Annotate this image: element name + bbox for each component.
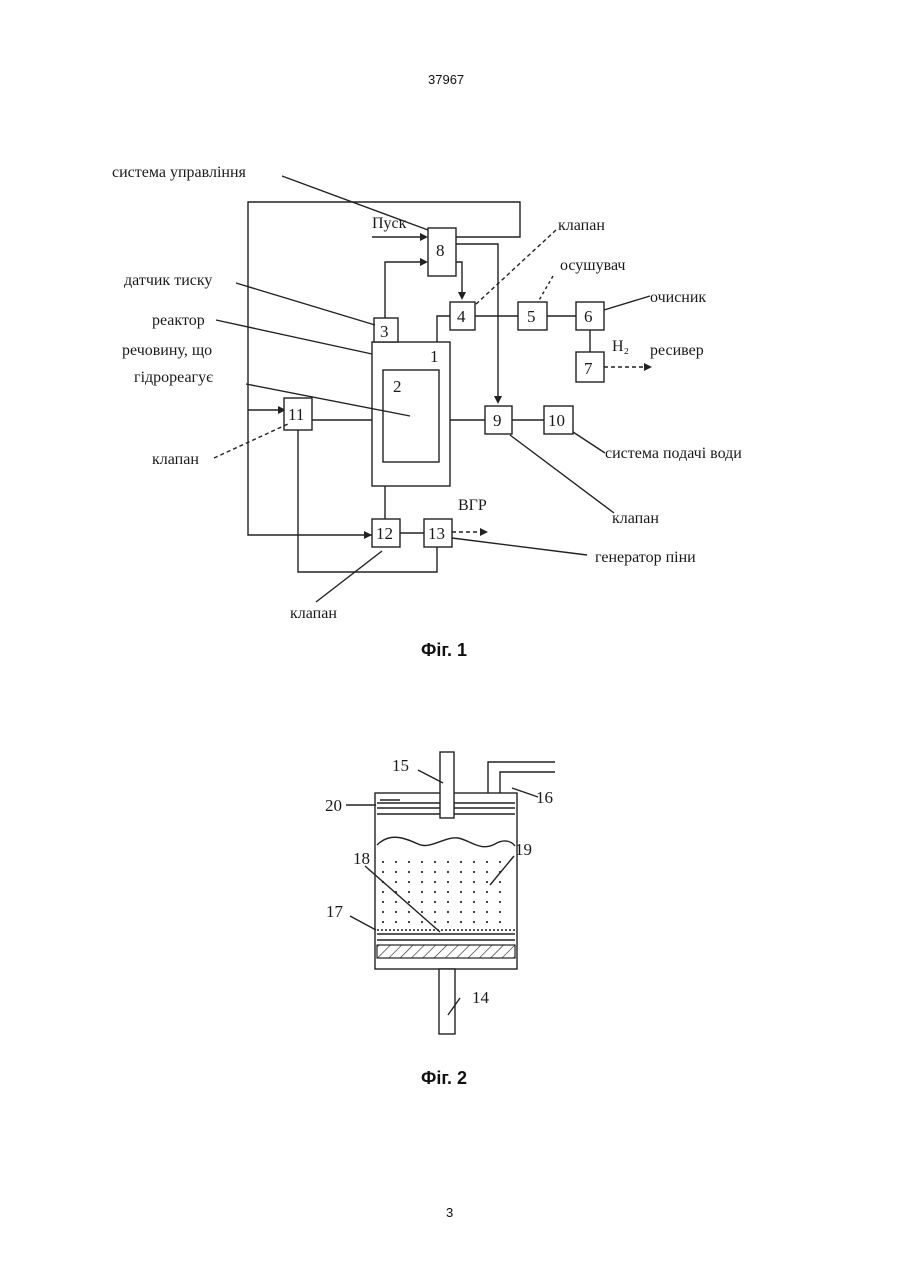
block-number-7: 7 [584,359,593,378]
block-number-12: 12 [376,524,393,543]
block-number-13: 13 [428,524,445,543]
label-dryer: осушувач [560,257,625,274]
fig2-label-14: 14 [472,988,490,1007]
label-purifier: очисник [650,289,706,306]
figure-1-diagram: 1 2 3 4 5 6 7 8 9 10 11 12 13 система уп… [112,164,742,622]
label-foam-generator: генератор піни [595,549,696,566]
pipe-15 [440,752,454,818]
block-number-2: 2 [393,377,402,396]
figure-1-caption: Фіг. 1 [421,640,467,661]
label-control-system: система управління [112,164,247,181]
fig2-label-18: 18 [353,849,370,868]
label-substance-line1: речовину, що [122,342,212,359]
label-h2: H₂ [612,338,629,355]
label-substance-line2: гідрореагує [134,369,213,386]
figure-2-diagram: 14 15 16 17 18 19 20 [325,752,555,1034]
block-number-4: 4 [457,307,466,326]
label-valve-left: клапан [152,451,199,468]
label-valve-bottom: клапан [290,605,337,622]
label-water-supply: система подачі води [605,445,742,462]
block-number-8: 8 [436,241,445,260]
block-number-6: 6 [584,307,593,326]
block-number-9: 9 [493,411,502,430]
page-number: 3 [446,1205,453,1220]
fig2-label-15: 15 [392,756,409,775]
block-number-1: 1 [430,347,439,366]
fig2-label-19: 19 [515,840,532,859]
label-valve-right: клапан [612,510,659,527]
fig2-label-17: 17 [326,902,344,921]
label-start: Пуск [372,215,407,232]
fig2-label-20: 20 [325,796,342,815]
block-number-10: 10 [548,411,565,430]
block-number-11: 11 [288,405,304,424]
label-valve-top: клапан [558,217,605,234]
label-receiver: ресивер [650,342,704,359]
pipe-14 [439,969,455,1034]
figure-2-caption: Фіг. 2 [421,1068,467,1089]
label-pressure-sensor: датчик тиску [124,272,212,289]
label-vgr: ВГР [458,497,487,514]
fig2-label-16: 16 [536,788,553,807]
block-number-5: 5 [527,307,536,326]
hatched-support-layer [377,945,515,958]
label-reactor: реактор [152,312,205,329]
substance-chamber [383,370,439,462]
block-number-3: 3 [380,322,389,341]
